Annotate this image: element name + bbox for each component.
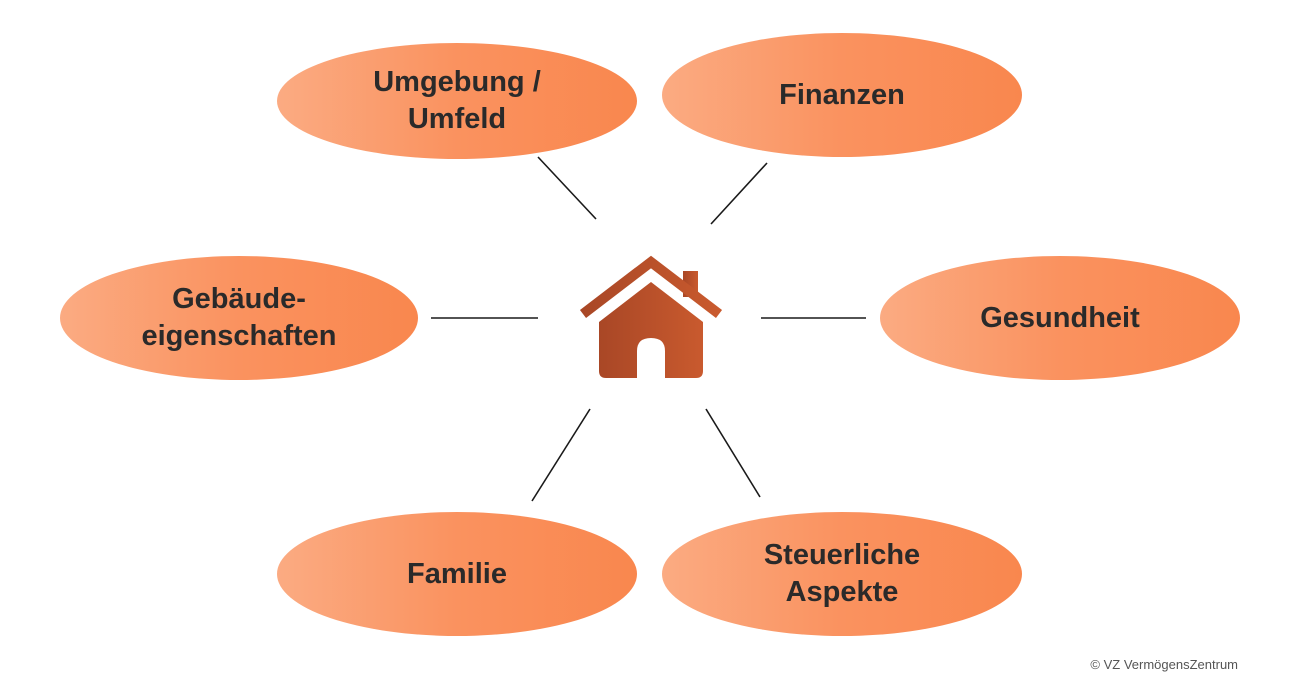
node-umgebung-label: Umgebung / Umfeld xyxy=(373,66,541,135)
node-gebaeude-label: Gebäude- eigenschaften xyxy=(141,283,337,352)
connector-familie xyxy=(531,408,591,502)
node-gebaeudeeigenschaften: Gebäude- eigenschaften xyxy=(60,256,418,380)
node-umgebung-umfeld: Umgebung / Umfeld xyxy=(277,43,637,159)
node-steuer-label: Steuerliche Aspekte xyxy=(763,539,921,608)
node-gesundheit-label: Gesundheit xyxy=(980,301,1140,334)
node-steuerliche-aspekte: Steuerliche Aspekte xyxy=(662,512,1022,636)
connector-umgebung xyxy=(537,156,597,220)
node-familie: Familie xyxy=(277,512,637,636)
copyright-notice: © VZ VermögensZentrum xyxy=(1090,657,1238,672)
connector-steuer xyxy=(705,408,761,498)
node-gesundheit: Gesundheit xyxy=(880,256,1240,380)
node-finanzen-label: Finanzen xyxy=(779,78,905,111)
node-finanzen: Finanzen xyxy=(662,33,1022,157)
node-familie-label: Familie xyxy=(407,557,507,590)
connector-finanzen xyxy=(710,162,768,225)
house-icon xyxy=(579,255,723,378)
